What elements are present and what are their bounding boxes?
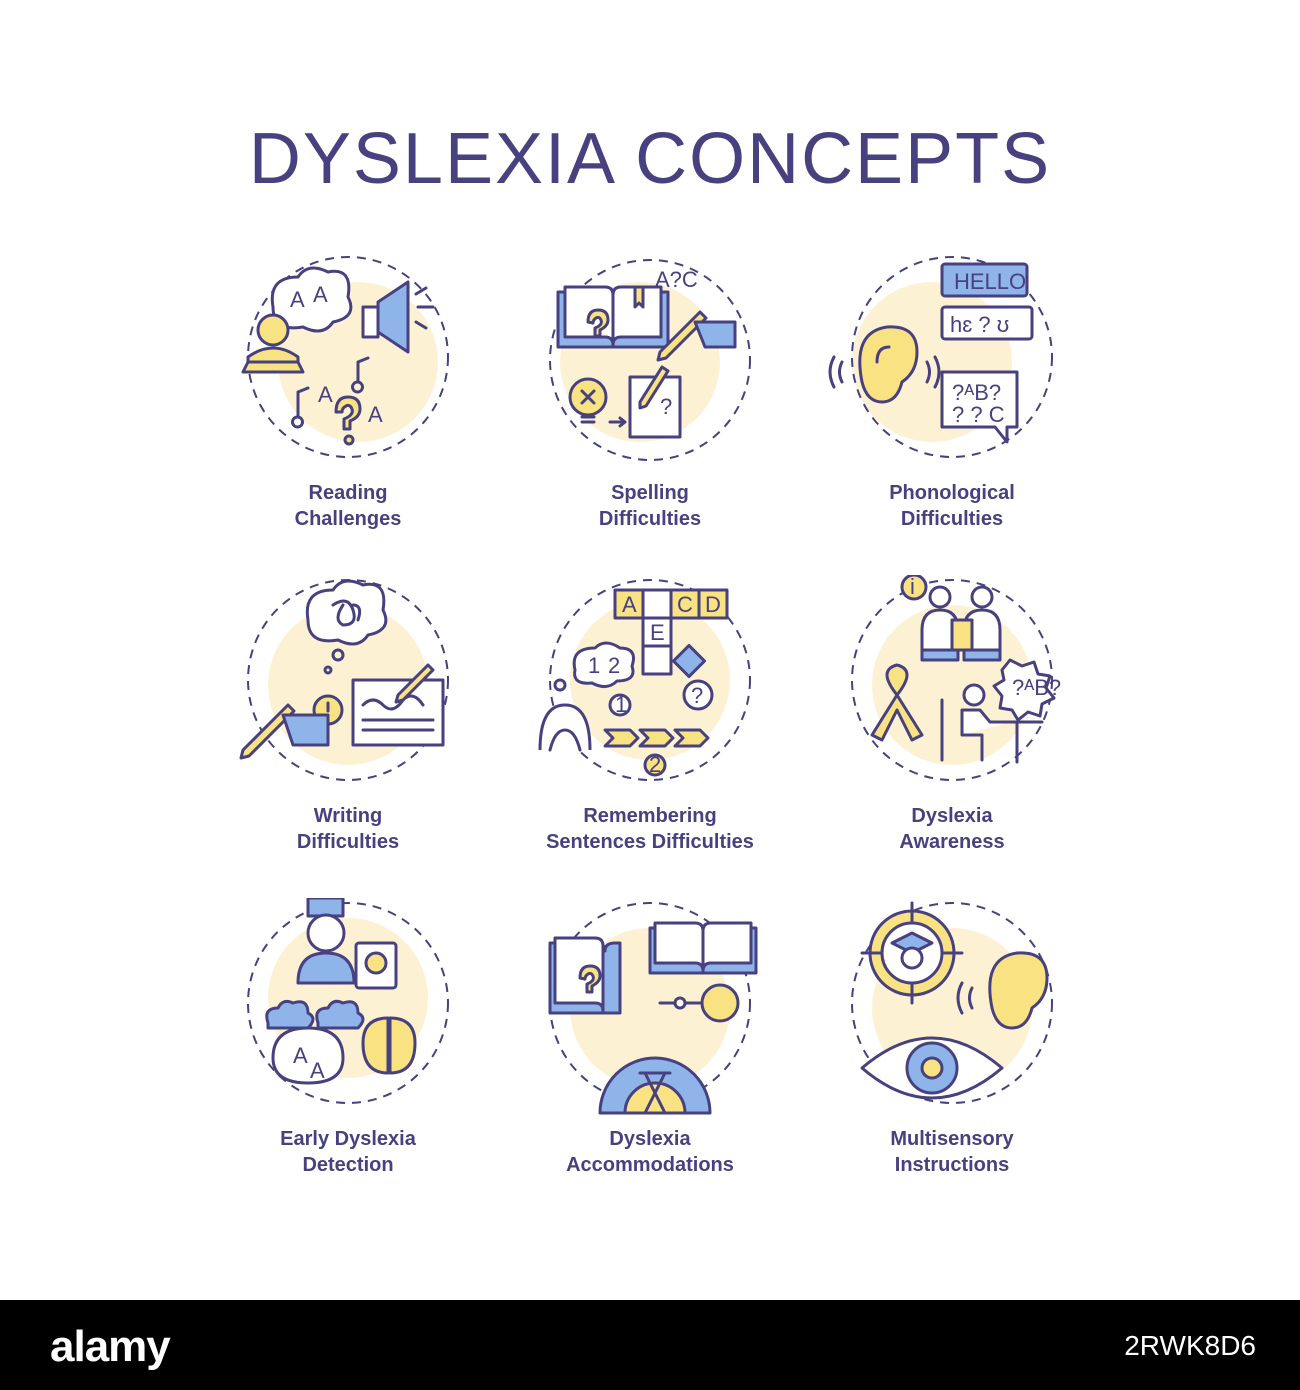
letter-a-glyph: A (318, 382, 333, 407)
concept-card: A A Early Dyslexia Detection (218, 898, 478, 1198)
digit-glyph: 1 (588, 653, 600, 678)
info-glyph: i (910, 575, 915, 599)
digit-glyph: 1 (615, 692, 627, 717)
concept-caption: Dyslexia Accommodations (566, 1128, 734, 1176)
concept-caption: Phonological Difficulties (889, 482, 1015, 530)
letter-a-glyph: A (368, 402, 383, 427)
reading-challenges-icon: A A A A (218, 252, 478, 482)
dyslexia-awareness-icon: i ?ᴬB? (822, 575, 1082, 805)
concept-caption: Reading Challenges (294, 482, 402, 530)
digit-glyph: 2 (608, 653, 620, 678)
concept-card: Dyslexia Accommodations (520, 898, 780, 1198)
concept-card: A C D E 1 2 1 (520, 575, 780, 875)
concept-caption: Remembering Sentences Difficulties (546, 805, 754, 853)
accommodations-icon (520, 898, 780, 1128)
concept-card: Multisensory Instructions (822, 898, 1082, 1198)
concept-card: HELLO hɛ ? ʊ ?ᴬB? ? ? C Phonological Dif… (822, 252, 1082, 552)
footer-bar: alamy 2RWK8D6 (0, 1300, 1300, 1390)
question-glyph: ? (660, 394, 672, 419)
concept-card: A?C ? Spelling Difficulties (520, 252, 780, 552)
letters-glyphs: ? ? C (952, 402, 1005, 427)
letter-a-glyph: A (293, 1043, 308, 1068)
concept-card: i ?ᴬB? Dyslexia Awareness (822, 575, 1082, 875)
remembering-sentences-icon: A C D E 1 2 1 (520, 575, 780, 805)
concept-caption: Early Dyslexia Detection (280, 1128, 416, 1176)
letter-a-glyph: A (290, 287, 305, 312)
letter-a-glyph: A (622, 592, 637, 617)
concept-caption: Writing Difficulties (296, 805, 400, 853)
letters-glyphs: ?ᴬB? (952, 380, 1001, 405)
concept-caption: Dyslexia Awareness (899, 805, 1005, 853)
hello-glyphs: HELLO (954, 269, 1026, 294)
spelling-difficulties-icon: A?C ? (520, 252, 780, 482)
concept-caption: Spelling Difficulties (598, 482, 702, 530)
concept-caption: Multisensory Instructions (890, 1128, 1014, 1176)
letters-glyphs: ?ᴬB? (1012, 675, 1061, 700)
question-glyph: ? (691, 683, 703, 708)
concept-grid: A A A A Reading Challenges (218, 252, 1082, 1198)
concept-card: A A A A Reading Challenges (218, 252, 478, 552)
digit-glyph: 2 (649, 752, 661, 777)
brand-logo: alamy (50, 1322, 171, 1371)
writing-difficulties-icon (218, 575, 478, 805)
letter-d-glyph: D (705, 592, 721, 617)
phonetic-glyphs: hɛ ? ʊ (950, 312, 1009, 337)
page-title: DYSLEXIA CONCEPTS (248, 119, 1052, 199)
letter-a-glyph: A (313, 282, 328, 307)
letter-e-glyph: E (650, 620, 665, 645)
concept-card: Writing Difficulties (218, 575, 478, 875)
early-detection-icon: A A (218, 898, 478, 1128)
image-code: 2RWK8D6 (1124, 1330, 1256, 1361)
letter-c-glyph: C (677, 592, 693, 617)
multisensory-icon (822, 898, 1082, 1128)
letter-a-glyph: A (310, 1058, 325, 1083)
abc-glyphs: A?C (655, 267, 698, 292)
phonological-difficulties-icon: HELLO hɛ ? ʊ ?ᴬB? ? ? C (822, 252, 1082, 482)
